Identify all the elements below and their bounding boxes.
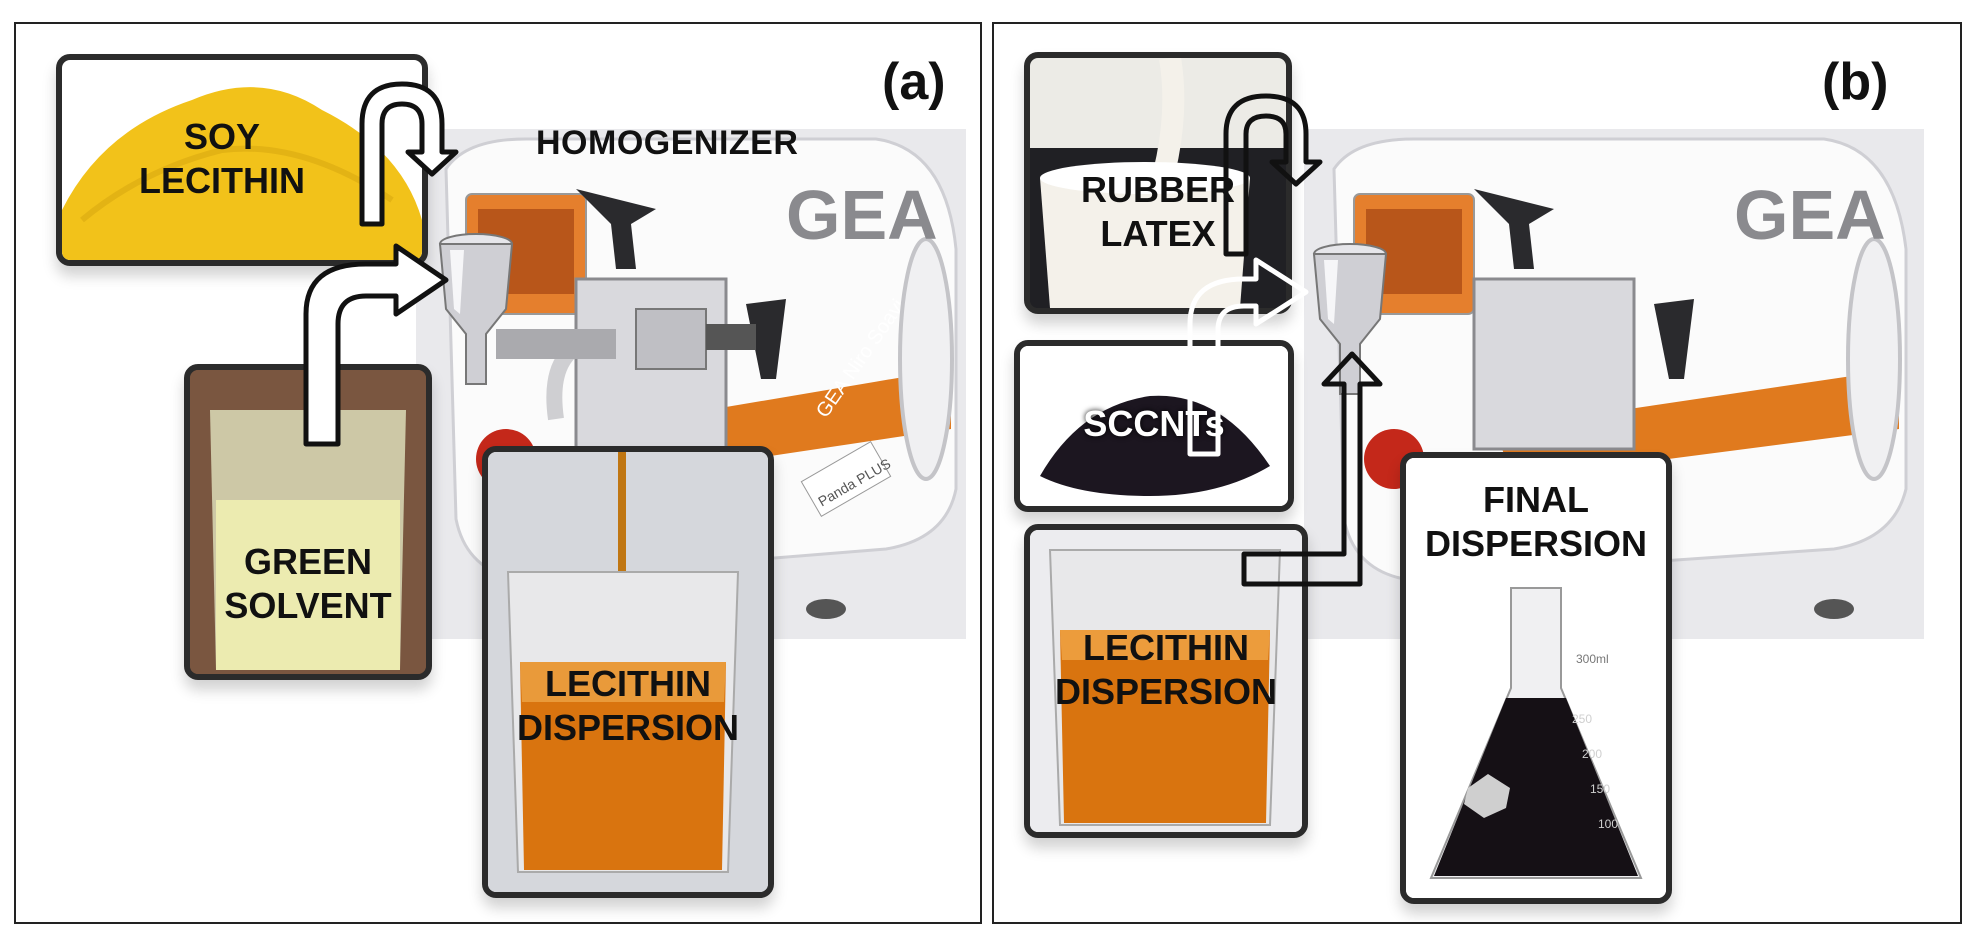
sccnts-photo: SCCNTs [1014, 340, 1294, 512]
lecithin-dispersion-photo-b: LECITHIN DISPERSION [1024, 524, 1308, 838]
hopper-funnel-b [1312, 243, 1388, 395]
flask-mark-300: 300ml [1576, 652, 1609, 666]
erlenmeyer-flask: 300ml 250 200 150 100 [1406, 458, 1666, 898]
flask-mark-250: 250 [1572, 712, 1592, 726]
green-solvent-photo: GREEN SOLVENT [184, 364, 432, 680]
homogenizer-label: HOMOGENIZER [536, 124, 799, 162]
panel-a-label: (a) [882, 53, 946, 111]
panel-b-label: (b) [1822, 53, 1889, 111]
green-solvent-text: GREEN SOLVENT [224, 541, 392, 626]
soy-lecithin-text: SOY LECITHIN [139, 116, 305, 201]
flask-mark-150: 150 [1590, 782, 1610, 796]
lecithin-dispersion-text-b: LECITHIN DISPERSION [1054, 627, 1278, 712]
flask-mark-200: 200 [1582, 747, 1602, 761]
rubber-latex-photo: RUBBER LATEX [1024, 52, 1292, 314]
final-dispersion-photo: 300ml 250 200 150 100 FINAL DISPERSION [1400, 452, 1672, 904]
soy-granules [62, 87, 422, 260]
dispersion-beaker [488, 452, 768, 892]
sccnts-text: SCCNTs [1083, 403, 1225, 444]
svg-text:GEA: GEA [1734, 176, 1886, 254]
flask-mark-100: 100 [1598, 817, 1618, 831]
final-dispersion-text: FINAL DISPERSION [1424, 479, 1648, 564]
panel-a: GEA Niro Soavi Panda PLUS GEA (a) HOMOGE… [14, 22, 982, 924]
lecithin-dispersion-text-a: LECITHIN DISPERSION [516, 663, 740, 748]
lecithin-dispersion-photo: LECITHIN DISPERSION [482, 446, 774, 898]
svg-text:GEA: GEA [786, 176, 938, 254]
soy-lecithin-photo: SOY LECITHIN [56, 54, 428, 266]
panel-b: GEA (b) RUBBER LATEX SCCNTs [992, 22, 1962, 924]
solvent-beaker [190, 370, 426, 674]
hopper-funnel [438, 233, 514, 385]
rubber-latex-text: RUBBER LATEX [1080, 169, 1235, 254]
